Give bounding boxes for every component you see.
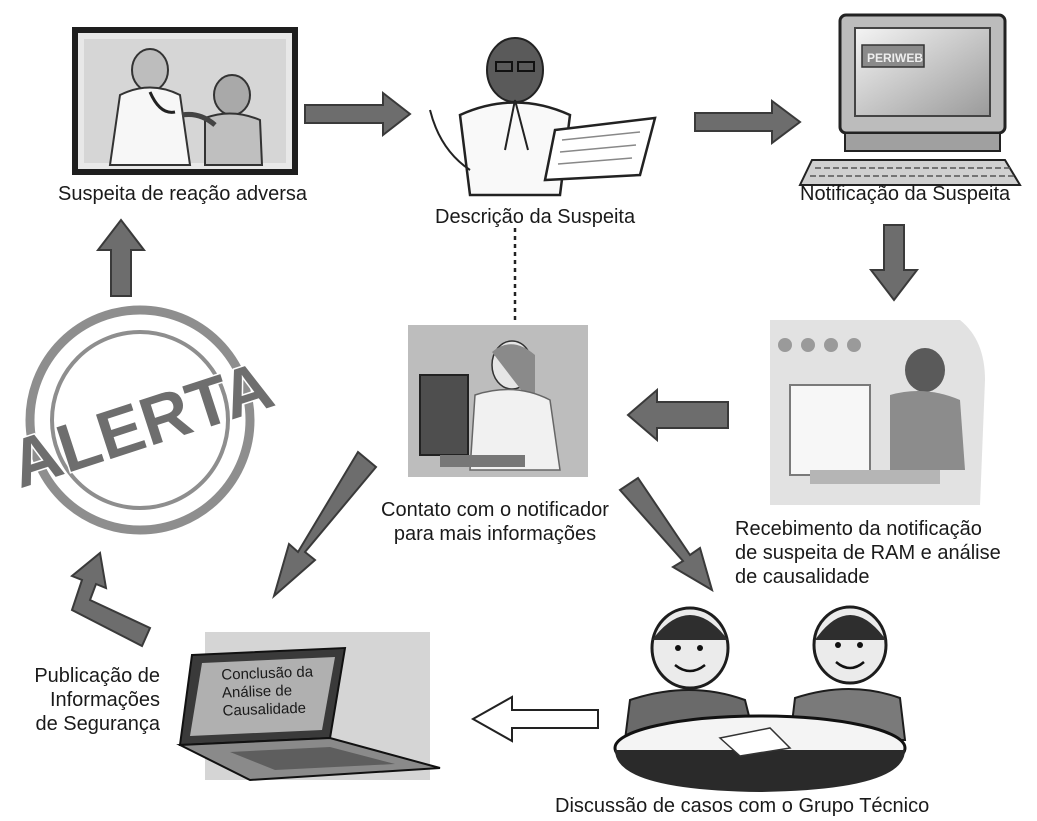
step-publicacao-line-1: Publicação de: [34, 665, 160, 687]
arrow-right-2: [694, 99, 802, 145]
step-notificacao-label: Notificação da Suspeita: [800, 183, 1011, 205]
woman-at-computer-illustration: [770, 320, 985, 505]
step-discussao-label: Discussão de casos com o Grupo Técnico: [555, 795, 930, 817]
doctor-writing-clipboard-illustration: [429, 37, 657, 197]
step-contato-line-2: para mais informações: [393, 523, 597, 545]
step-conclusao-label: Conclusão da Análise de Causalidade: [221, 663, 315, 720]
step-publicacao-line-2: Informações: [49, 689, 160, 711]
step-suspeita-label: Suspeita de reação adversa: [58, 183, 308, 205]
step-recebimento-label: Recebimento da notificação de suspeita d…: [735, 517, 1001, 589]
technical-group-meeting-illustration: [613, 605, 907, 792]
arrow-diagonal-down-right: [618, 476, 714, 593]
step-contato-label: Contato com o notificador para mais info…: [370, 498, 620, 546]
step-descricao-label: Descrição da Suspeita: [435, 206, 636, 228]
periweb-screen-text: PERIWEB: [867, 51, 923, 65]
step-recebimento-line-2: de suspeita de RAM e análise: [735, 542, 1001, 564]
step-publicacao-line-3: de Segurança: [35, 713, 160, 735]
step-recebimento-line-3: de causalidade: [735, 566, 870, 588]
arrow-diagonal-down-left: [272, 450, 378, 600]
woman-on-phone-illustration: [408, 325, 588, 477]
alerta-stamp: ALERTA: [0, 305, 284, 535]
step-contato-line-1: Contato com o notificador: [381, 499, 609, 521]
step-conclusao-line-3: Causalidade: [222, 699, 307, 720]
arrow-right-1: [304, 90, 412, 138]
doctor-examining-patient-illustration: [72, 27, 298, 175]
arrow-bent-up: [70, 551, 152, 648]
arrow-left-1: [626, 387, 729, 443]
laptop-illustration: [176, 632, 441, 782]
step-publicacao-label: Publicação de Informações de Segurança: [10, 664, 160, 736]
computer-periweb-illustration: PERIWEB: [798, 13, 1022, 186]
step-recebimento-line-1: Recebimento da notificação: [735, 518, 982, 540]
step-conclusao-line-1: Conclusão da: [221, 663, 314, 684]
arrow-up-1: [95, 218, 147, 297]
arrow-left-hollow: [470, 695, 599, 743]
arrow-down-1: [868, 224, 920, 302]
